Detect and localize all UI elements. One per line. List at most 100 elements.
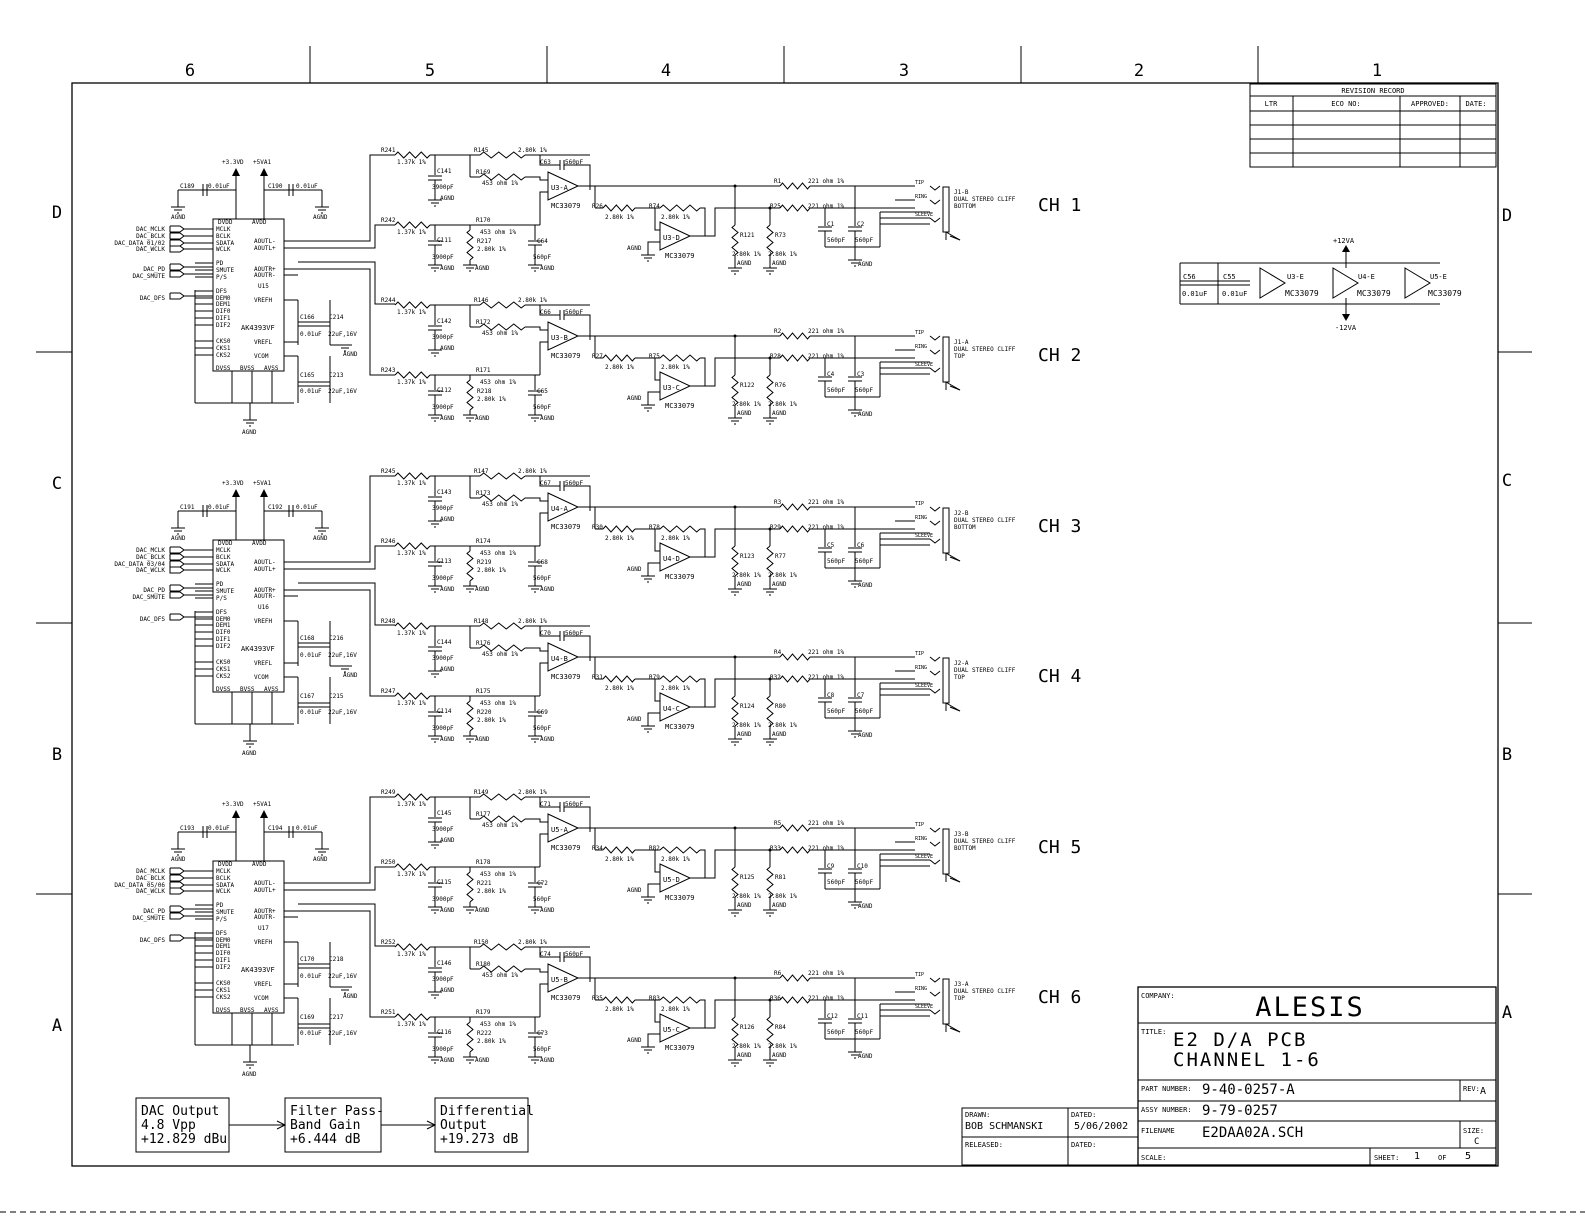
dac-pin-label: VCOM	[254, 995, 269, 1002]
jack-position: TOP	[954, 353, 965, 360]
resistor-ref: R80	[775, 703, 786, 710]
jack-contact	[929, 977, 941, 983]
dac-ic-body	[212, 860, 285, 1014]
wire	[298, 910, 395, 1018]
resistor-value: 2.80k 1%	[732, 251, 761, 258]
resistor-value: 221 ohm 1%	[808, 328, 845, 335]
resistor-value: 1.37k 1%	[397, 159, 426, 166]
resistor	[479, 793, 526, 801]
resistor	[766, 224, 774, 256]
agnd-label: AGND	[475, 736, 490, 743]
cap-ref: C71	[540, 801, 551, 808]
wire	[949, 877, 961, 883]
zone-col-3: 3	[899, 61, 909, 81]
agnd-label: AGND	[440, 736, 455, 743]
cap-ref: C165	[300, 372, 315, 379]
resistor-ref: R149	[474, 789, 489, 796]
cap-value: 560pF	[533, 1046, 551, 1053]
dac-pin-label: BCLK	[216, 554, 231, 561]
resistor-value: 221 ohm 1%	[808, 845, 845, 852]
dac-pin-label: DIF0	[216, 308, 231, 315]
signal-port	[169, 263, 185, 271]
resistor-value: 453 ohm 1%	[480, 379, 517, 386]
jack-ring-label: RING	[915, 986, 927, 992]
dac-input-signal: DAC_BCLK	[136, 233, 165, 240]
resistor-ref: R247	[381, 688, 396, 695]
cap-value: 3900pF	[432, 826, 454, 833]
signal-port	[169, 546, 185, 554]
resistor-ref: R82	[649, 845, 660, 852]
dac-pin-label: AOUTR-	[254, 593, 276, 600]
dac-pin-label: WCLK	[216, 567, 231, 574]
resistor-value: 2.80k 1%	[518, 468, 547, 475]
power-unit-3: U5-E	[1430, 273, 1447, 281]
dac-pin-label: BVSS	[240, 1007, 255, 1014]
cap-ref: C74	[540, 951, 551, 958]
jack-ref: J3-B	[954, 831, 969, 838]
resistor	[731, 695, 739, 727]
resistor-value: 2.80k 1%	[605, 364, 634, 371]
resistor-ref: R252	[381, 939, 396, 946]
dac-pin-label: SMUTE	[216, 267, 234, 274]
resistor-value: 2.80k 1%	[661, 535, 690, 542]
wire	[949, 556, 961, 562]
dac-ic-body	[212, 218, 285, 372]
agnd-label: AGND	[737, 260, 752, 267]
dac-pin-label: AOUTR+	[254, 587, 276, 594]
resistor	[602, 204, 636, 212]
agnd-label: AGND	[737, 902, 752, 909]
resistor-ref: R32	[770, 674, 781, 681]
power-unit-1: U3-E	[1287, 273, 1304, 281]
cap-ref: C194	[268, 825, 283, 832]
resistor-ref: R75	[649, 353, 660, 360]
dac-input-signal: DAC_DATA_03/04	[114, 561, 165, 568]
scale-label: SCALE:	[1141, 1154, 1166, 1162]
released-label: RELEASED:	[965, 1141, 1003, 1149]
opamp-part: MC33079	[665, 1044, 695, 1052]
wire	[949, 385, 961, 391]
resistor	[659, 996, 701, 1004]
resistor	[394, 793, 431, 801]
resistor-value: 221 ohm 1%	[808, 970, 845, 977]
opamp-symbol	[547, 321, 580, 351]
signal-port	[169, 867, 185, 875]
resistor-value: 2.80k 1%	[768, 572, 797, 579]
sheet-total: 5	[1465, 1151, 1471, 1162]
dac-pin-label: VREFH	[254, 618, 272, 625]
resistor-value: 1.37k 1%	[397, 871, 426, 878]
cap-value: 0.01uF	[296, 825, 318, 832]
wire	[298, 903, 395, 947]
jack-contact	[929, 688, 941, 694]
dac-input-signal: DAC_MCLK	[136, 547, 165, 554]
agnd-label: AGND	[440, 265, 455, 272]
resistor-value: 1.37k 1%	[397, 1021, 426, 1028]
resistor	[731, 224, 739, 256]
resistor	[394, 863, 431, 871]
resistor-value: 2.80k 1%	[732, 893, 761, 900]
jack-sleeve	[942, 186, 950, 233]
signal-port	[169, 553, 185, 561]
resistor-ref: R173	[476, 490, 491, 497]
wire	[539, 191, 548, 225]
agnd-label: AGND	[627, 245, 642, 252]
flow-box-3-line-1: Differential	[440, 1104, 534, 1119]
signal-port	[169, 874, 185, 882]
jack-sleeve	[942, 336, 950, 383]
dated: 5/06/2002	[1074, 1121, 1128, 1132]
resistor-ref: R248	[381, 618, 396, 625]
resistor-value: 453 ohm 1%	[482, 180, 519, 187]
agnd-label: AGND	[475, 265, 490, 272]
resistor	[479, 301, 526, 309]
cap-value: 560pF	[827, 1029, 845, 1036]
jack-sleeve-label: SLEEVE	[915, 1004, 933, 1010]
cap-ref: C215	[329, 693, 344, 700]
agnd-label: AGND	[313, 214, 328, 221]
cap-value: 3900pF	[432, 184, 454, 191]
resistor-value: 453 ohm 1%	[482, 822, 519, 829]
zone-row-b-left: B	[52, 745, 62, 765]
cap-value: 0.01uF	[300, 331, 322, 338]
cap-value: 560pF	[855, 387, 873, 394]
company-name: ALESIS	[1255, 992, 1365, 1023]
cap-value: 560pF	[565, 159, 583, 166]
dac-pin-label: AOUTL+	[254, 245, 276, 252]
